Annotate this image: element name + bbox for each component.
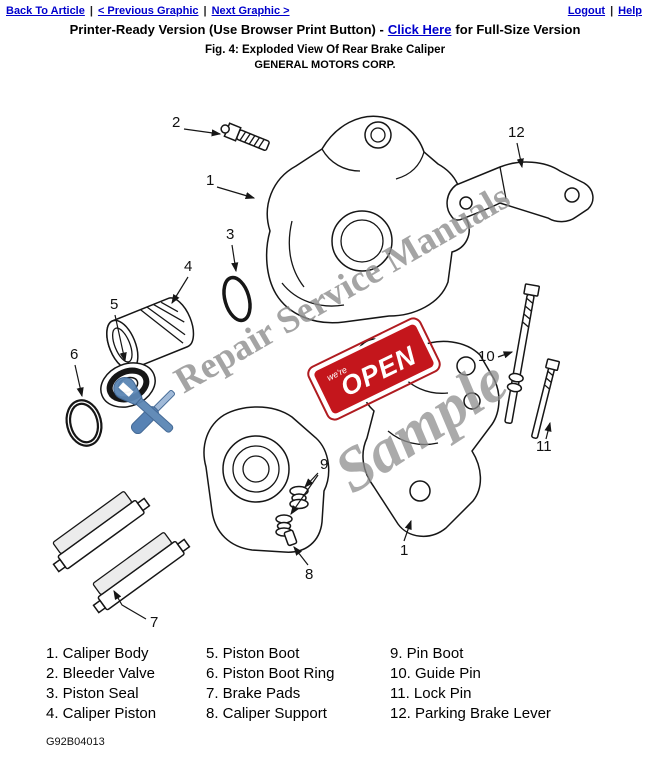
legend-item: 1. Caliper Body: [46, 645, 149, 662]
pin-boot-part: [275, 514, 293, 537]
help-link[interactable]: Help: [618, 5, 642, 17]
callout-6: 6: [70, 346, 78, 363]
legend-item: 5. Piston Boot: [206, 645, 300, 662]
document-code: G92B04013: [46, 736, 105, 748]
nav-separator: |: [610, 5, 614, 17]
nav-left-group: Back To Article | < Previous Graphic | N…: [6, 5, 290, 17]
callout-labels: 2 1 12 3 4 5 6 10 11 9 8 7 1: [70, 114, 552, 631]
nav-separator: |: [89, 5, 93, 17]
bleeder-valve-part: [220, 122, 270, 152]
callout-1b: 1: [400, 542, 408, 559]
guide-pin-part: [504, 283, 540, 425]
legend-item: 3. Piston Seal: [46, 685, 139, 702]
legend-column-3: 9. Pin Boot 10. Guide Pin 11. Lock Pin 1…: [390, 645, 650, 722]
piston-boot-ring-part: [65, 399, 103, 447]
legend-column-2: 5. Piston Boot 6. Piston Boot Ring 7. Br…: [206, 645, 390, 722]
callout-8: 8: [305, 566, 313, 583]
parking-brake-lever-part: [446, 161, 594, 223]
support-stud: [283, 529, 298, 547]
legend-item: 7. Brake Pads: [206, 685, 301, 702]
legend-item: 11. Lock Pin: [390, 685, 472, 702]
legend-item: 12. Parking Brake Lever: [390, 705, 551, 722]
callout-11: 11: [536, 438, 552, 455]
printer-ready-line: Printer-Ready Version (Use Browser Print…: [0, 22, 650, 37]
callout-2: 2: [172, 114, 180, 131]
caliper-piston-part: [106, 297, 195, 371]
printer-ready-text-suffix: for Full-Size Version: [455, 22, 581, 37]
back-to-article-link[interactable]: Back To Article: [6, 5, 85, 17]
callout-3: 3: [226, 226, 234, 243]
legend-item: 9. Pin Boot: [390, 645, 464, 662]
legend-item: 4. Caliper Piston: [46, 705, 157, 722]
legend-item: 6. Piston Boot Ring: [206, 665, 335, 682]
exploded-view-diagram: Repair Service Manuals Sample we're OPEN…: [52, 114, 594, 631]
lock-pin-part: [531, 358, 561, 439]
callout-9: 9: [320, 456, 328, 473]
legend-column-1: 1. Caliper Body 2. Bleeder Valve 3. Pist…: [46, 645, 206, 722]
legend: 1. Caliper Body 2. Bleeder Valve 3. Pist…: [0, 645, 650, 722]
printer-ready-text: Printer-Ready Version (Use Browser Print…: [69, 22, 384, 37]
logout-link[interactable]: Logout: [567, 5, 606, 17]
legend-item: 8. Caliper Support: [206, 705, 327, 722]
nav-right-group: Logout | Help: [568, 5, 642, 17]
full-size-version-link[interactable]: Click Here: [387, 22, 452, 37]
callout-7: 7: [150, 614, 158, 631]
pin-boot-part: [289, 485, 309, 510]
figure-caption: Fig. 4: Exploded View Of Rear Brake Cali…: [204, 44, 446, 56]
top-nav: Back To Article | < Previous Graphic | N…: [0, 0, 650, 17]
wrench-screwdriver-icon: [113, 377, 176, 435]
piston-seal-part: [222, 275, 252, 323]
caliper-body-part: [265, 115, 470, 324]
previous-graphic-link[interactable]: < Previous Graphic: [97, 5, 199, 17]
caliper-housing-part: [203, 406, 330, 553]
callout-1: 1: [206, 172, 214, 189]
nav-separator: |: [203, 5, 207, 17]
callout-10: 10: [478, 348, 495, 365]
open-sign: we're OPEN: [307, 317, 441, 421]
callout-12: 12: [508, 124, 525, 141]
legend-item: 2. Bleeder Valve: [46, 665, 155, 682]
callout-5: 5: [110, 296, 118, 313]
next-graphic-link[interactable]: Next Graphic >: [211, 5, 290, 17]
callout-4: 4: [184, 258, 192, 275]
company-name: GENERAL MOTORS CORP.: [254, 59, 396, 71]
legend-item: 10. Guide Pin: [390, 665, 481, 682]
